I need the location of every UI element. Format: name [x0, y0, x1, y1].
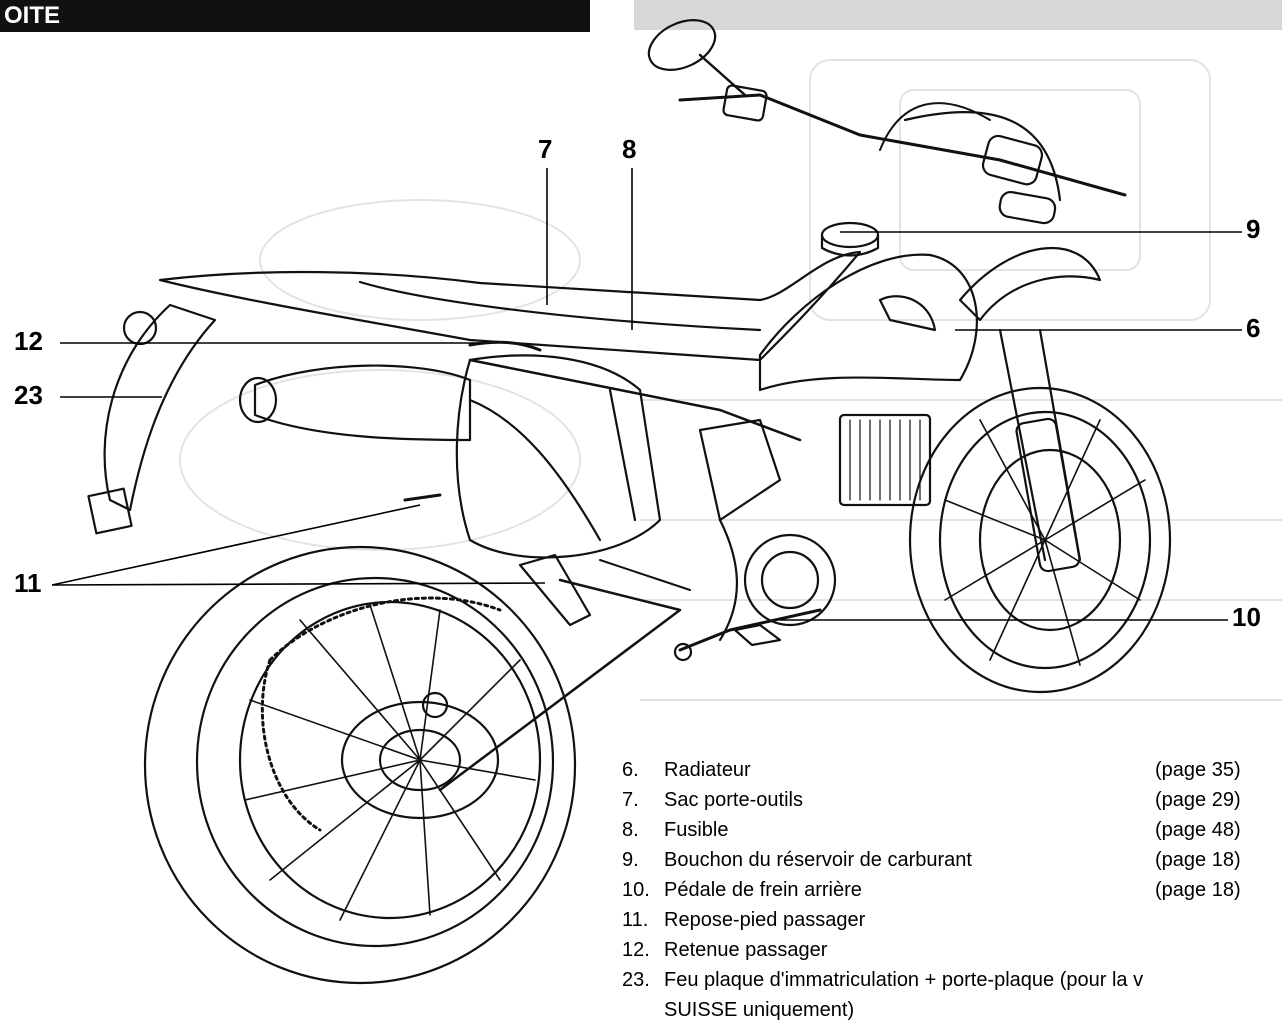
frame: [468, 358, 802, 442]
callout-12: 12: [14, 326, 43, 356]
rear-wheel-tyre: [143, 545, 577, 985]
callout-10: 10: [1232, 602, 1261, 632]
front-wheel-spokes: [944, 419, 1146, 666]
callout-9: 9: [1246, 214, 1261, 244]
callout-6: 6: [1246, 313, 1261, 343]
header-bar-right: [634, 0, 1282, 30]
seat: [158, 250, 862, 362]
section-header: OITE: [0, 0, 590, 32]
legend-row: 12. Retenue passager: [622, 939, 828, 961]
license-plate: [87, 487, 133, 535]
fuel-tank-shroud: [758, 253, 978, 392]
callout-23: 23: [14, 380, 43, 410]
side-panel: [455, 354, 662, 559]
rear-brake-pedal: [678, 608, 822, 652]
passenger-grab-strap: [468, 340, 542, 352]
callout-8: 8: [622, 134, 637, 164]
rear-wheel-spokes: [244, 604, 536, 921]
passenger-footpeg: [518, 553, 592, 627]
section-title: OITE: [4, 2, 61, 29]
front-fender: [958, 247, 1102, 322]
fuel-cap: [820, 221, 880, 249]
handlebar: [678, 93, 1127, 197]
swingarm: [438, 578, 682, 792]
parts-legend: 6. Radiateur (page 35) 7. Sac porte-outi…: [622, 755, 1282, 1025]
exhaust-silencer: [253, 364, 472, 442]
legend-row: SUISSE uniquement): [664, 999, 855, 1021]
legend-row: 11. Repose-pied passager: [622, 909, 866, 931]
motorcycle-illustration: [51, 19, 1242, 985]
front-wheel-tyre: [908, 386, 1172, 694]
engine-cover: [743, 533, 837, 627]
rear-fender: [103, 303, 217, 512]
callout-11: 11: [14, 568, 42, 598]
tail-light: [122, 310, 158, 346]
mirror: [647, 19, 717, 71]
legend-row: 23. Feu plaque d'immatriculation + porte…: [622, 969, 1144, 991]
legend-row: 8. Fusible (page 48): [622, 819, 1241, 841]
rear-brake-disc: [340, 700, 500, 820]
legend-row: 6. Radiateur (page 35): [622, 759, 1241, 781]
legend-row: 9. Bouchon du réservoir de carburant (pa…: [622, 849, 1241, 871]
legend-row: 7. Sac porte-outils (page 29): [622, 789, 1241, 811]
radiator: [838, 413, 932, 507]
callout-leaders: [51, 168, 1242, 621]
legend-row: 10. Pédale de frein arrière (page 18): [622, 879, 1241, 901]
callout-7: 7: [538, 134, 553, 164]
